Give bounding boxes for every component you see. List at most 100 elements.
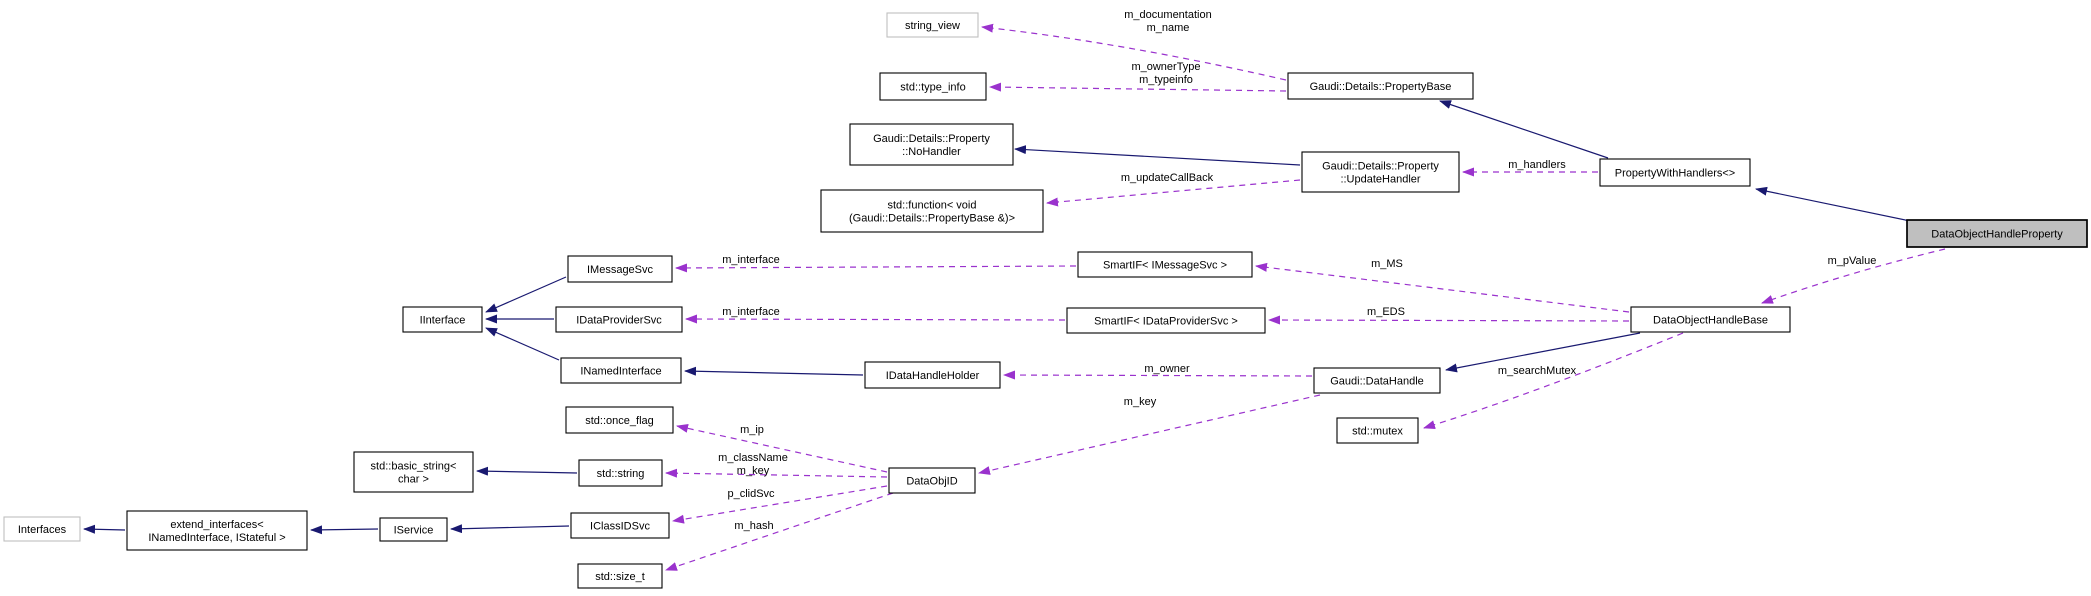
node-std-function-void[interactable]: std::function< void(Gaudi::Details::Prop… xyxy=(820,189,1044,233)
node-box-gaudi-datahandle[interactable] xyxy=(1313,367,1441,394)
edge-label-dataobjecthandleproperty-to-dataobjecthandlebase: m_pValue xyxy=(1828,255,1877,267)
node-box-dataobjecthandlebase[interactable] xyxy=(1630,306,1791,333)
node-box-inamedinterface[interactable] xyxy=(560,357,682,384)
edge-label-smartif-imessagesvc-to-imessagesvc: m_interface xyxy=(722,254,779,266)
node-box-gaudi-details-property-updatehandler[interactable] xyxy=(1301,151,1460,193)
node-label-gaudi-details-property-updatehandler: Gaudi::Details::Property::UpdateHandler xyxy=(1322,161,1439,186)
node-box-std-size-t[interactable] xyxy=(577,563,663,589)
edge-dataobjecthandlebase-to-smartif-idataprovidersvc xyxy=(1268,315,1630,325)
node-box-std-string[interactable] xyxy=(578,459,663,487)
node-label-dataobjecthandlebase: DataObjectHandleBase xyxy=(1653,315,1768,327)
node-box-extend-interfaces[interactable] xyxy=(126,510,308,551)
node-box-gaudi-details-property-nohandler[interactable] xyxy=(849,123,1014,166)
node-label-gaudi-datahandle: Gaudi::DataHandle xyxy=(1330,376,1424,388)
node-std-string[interactable]: std::string xyxy=(578,459,663,487)
node-label-iservice: IService xyxy=(394,525,434,537)
edge-dataobjid-to-iclassidsvc xyxy=(672,485,888,524)
node-box-iclassidsvc[interactable] xyxy=(570,512,670,539)
edge-label-propertywithhandlers-to-updatehandler: m_handlers xyxy=(1508,159,1566,171)
node-propertywithhandlers[interactable]: PropertyWithHandlers<> xyxy=(1599,158,1751,187)
node-box-iservice[interactable] xyxy=(379,517,448,542)
node-box-std-mutex[interactable] xyxy=(1336,417,1419,444)
edge-gaudi-datahandle-to-idatahandleholder xyxy=(1003,370,1313,380)
node-box-dataobjid[interactable] xyxy=(888,467,976,494)
node-label-std-function-void: std::function< void(Gaudi::Details::Prop… xyxy=(849,200,1015,225)
node-idatahandleholder[interactable]: IDataHandleHolder xyxy=(864,361,1001,389)
node-dataobjecthandleproperty[interactable]: DataObjectHandleProperty xyxy=(1906,219,2088,248)
edge-label-smartif-idataprovidersvc-to-idataprovidersvc: m_interface xyxy=(722,306,779,318)
edge-label-gaudi-datahandle-to-dataobjid: m_key xyxy=(1124,396,1157,408)
node-label-dataobjecthandleproperty: DataObjectHandleProperty xyxy=(1931,229,2063,241)
edge-label-dataobjid-to-std-once-flag: m_ip xyxy=(740,424,764,436)
node-box-std-basic-string-char[interactable] xyxy=(353,451,474,493)
node-smartif-idataprovidersvc[interactable]: SmartIF< IDataProviderSvc > xyxy=(1066,307,1266,334)
node-box-idatahandleholder[interactable] xyxy=(864,361,1001,389)
node-label-propertywithhandlers: PropertyWithHandlers<> xyxy=(1615,168,1735,180)
node-label-std-string: std::string xyxy=(597,468,645,480)
node-inamedinterface[interactable]: INamedInterface xyxy=(560,357,682,384)
node-std-type-info[interactable]: std::type_info xyxy=(879,72,987,101)
node-box-dataobjecthandleproperty[interactable] xyxy=(1906,219,2088,248)
edge-idatahandleholder-to-inamedinterface xyxy=(684,366,864,376)
node-iservice[interactable]: IService xyxy=(379,517,448,542)
edge-imessagesvc-to-iinterface xyxy=(485,276,567,313)
node-label-iinterface: IInterface xyxy=(420,315,466,327)
node-box-iinterface[interactable] xyxy=(402,306,483,333)
edge-label-dataobjecthandlebase-to-std-mutex: m_searchMutex xyxy=(1498,365,1577,377)
node-label-idatahandleholder: IDataHandleHolder xyxy=(886,370,980,382)
node-label-iclassidsvc: IClassIDSvc xyxy=(590,521,650,533)
edge-gaudi-datahandle-to-dataobjid xyxy=(978,394,1321,475)
node-label-gaudi-details-propertybase: Gaudi::Details::PropertyBase xyxy=(1310,81,1452,93)
node-box-std-function-void[interactable] xyxy=(820,189,1044,233)
node-box-smartif-idataprovidersvc[interactable] xyxy=(1066,307,1266,334)
node-iinterface[interactable]: IInterface xyxy=(402,306,483,333)
edge-label-dataobjid-to-iclassidsvc: p_clidSvc xyxy=(727,488,775,500)
edges-layer xyxy=(83,23,1946,571)
node-idataprovidersvc[interactable]: IDataProviderSvc xyxy=(555,306,683,333)
node-box-gaudi-details-propertybase[interactable] xyxy=(1287,72,1474,100)
node-extend-interfaces[interactable]: extend_interfaces<INamedInterface, IStat… xyxy=(126,510,308,551)
node-box-std-once-flag[interactable] xyxy=(565,406,674,434)
node-label-std-basic-string-char: std::basic_string<char > xyxy=(371,461,457,486)
node-box-smartif-imessagesvc[interactable] xyxy=(1077,251,1253,278)
node-box-idataprovidersvc[interactable] xyxy=(555,306,683,333)
node-label-string-view: string_view xyxy=(905,20,960,32)
edge-label-updatehandler-to-std-function: m_updateCallBack xyxy=(1121,172,1214,184)
edge-iservice-to-extend-interfaces xyxy=(310,525,379,535)
edge-dataobjecthandleproperty-to-propertywithhandlers xyxy=(1755,186,1911,222)
node-box-imessagesvc[interactable] xyxy=(567,255,673,283)
node-std-basic-string-char[interactable]: std::basic_string<char > xyxy=(353,451,474,493)
node-box-interfaces[interactable] xyxy=(3,516,81,542)
node-label-extend-interfaces: extend_interfaces<INamedInterface, IStat… xyxy=(148,519,285,544)
node-gaudi-datahandle[interactable]: Gaudi::DataHandle xyxy=(1313,367,1441,394)
node-interfaces[interactable]: Interfaces xyxy=(3,516,81,542)
node-smartif-imessagesvc[interactable]: SmartIF< IMessageSvc > xyxy=(1077,251,1253,278)
node-label-imessagesvc: IMessageSvc xyxy=(587,264,654,276)
node-label-std-size-t: std::size_t xyxy=(595,571,645,583)
node-box-std-type-info[interactable] xyxy=(879,72,987,101)
node-string-view[interactable]: string_view xyxy=(886,12,979,38)
node-gaudi-details-propertybase[interactable]: Gaudi::Details::PropertyBase xyxy=(1287,72,1474,100)
edge-propertywithhandlers-to-propertybase xyxy=(1439,100,1609,159)
edge-dataobjecthandleproperty-to-dataobjecthandlebase xyxy=(1761,248,1946,304)
node-iclassidsvc[interactable]: IClassIDSvc xyxy=(570,512,670,539)
node-std-mutex[interactable]: std::mutex xyxy=(1336,417,1419,444)
edge-smartif-imessagesvc-to-imessagesvc xyxy=(675,263,1077,273)
node-std-size-t[interactable]: std::size_t xyxy=(577,563,663,589)
node-box-propertywithhandlers[interactable] xyxy=(1599,158,1751,187)
node-std-once-flag[interactable]: std::once_flag xyxy=(565,406,674,434)
edge-label-gaudi-datahandle-to-idatahandleholder: m_owner xyxy=(1144,363,1190,375)
edge-propertybase-to-type-info xyxy=(989,82,1287,92)
node-gaudi-details-property-updatehandler[interactable]: Gaudi::Details::Property::UpdateHandler xyxy=(1301,151,1460,193)
node-box-string-view[interactable] xyxy=(886,12,979,38)
node-label-interfaces: Interfaces xyxy=(18,524,67,536)
edge-dataobjid-to-std-once-flag xyxy=(676,423,888,473)
node-dataobjecthandlebase[interactable]: DataObjectHandleBase xyxy=(1630,306,1791,333)
node-gaudi-details-property-nohandler[interactable]: Gaudi::Details::Property::NoHandler xyxy=(849,123,1014,166)
node-imessagesvc[interactable]: IMessageSvc xyxy=(567,255,673,283)
node-dataobjid[interactable]: DataObjID xyxy=(888,467,976,494)
